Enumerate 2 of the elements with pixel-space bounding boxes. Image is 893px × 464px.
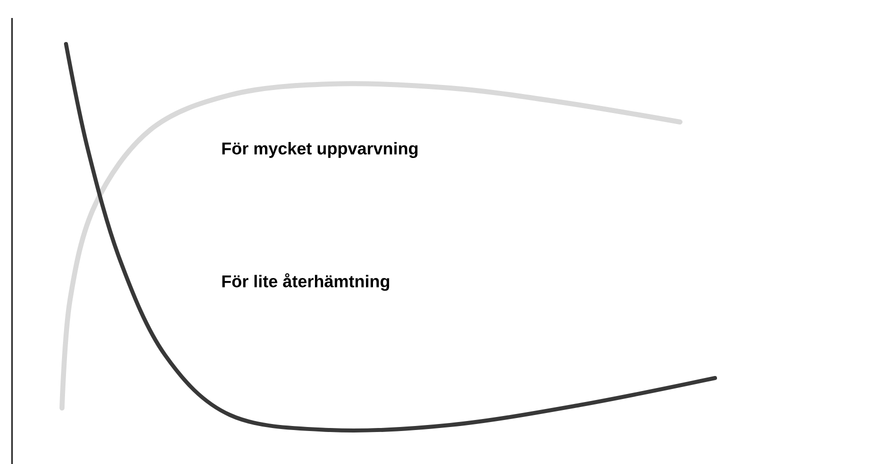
curve-label: För lite återhämtning (218, 270, 394, 294)
curve-label: För mycket uppvarvning (218, 139, 422, 161)
